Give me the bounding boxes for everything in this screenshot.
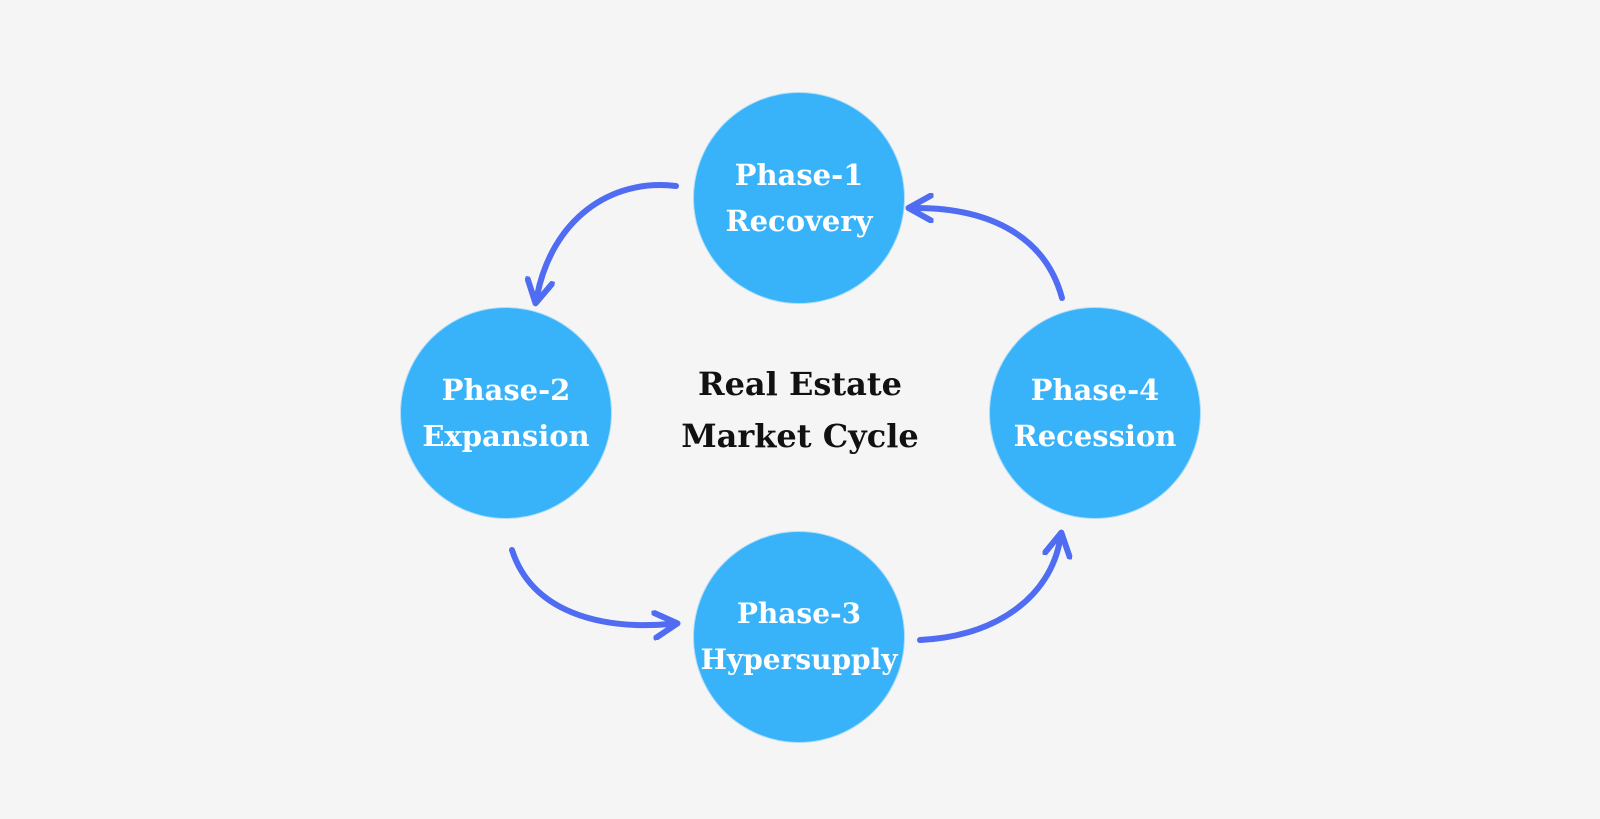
phase-label: Phase-2 [441,373,571,407]
phase-circle-recovery: Phase-1 Recovery [694,93,904,303]
phase-name: Expansion [422,419,590,453]
diagram-title-line-2: Market Cycle [681,417,919,455]
diagram-title-line-1: Real Estate [697,365,903,403]
arrow-recession-to-recovery [916,208,1065,301]
phase-label: Phase-1 [734,158,864,192]
phase-name: Hypersupply [700,643,898,676]
phase-name: Recovery [725,204,873,238]
arrow-hypersupply-to-recession [917,540,1060,643]
phase-circle-expansion: Phase-2 Expansion [401,308,611,518]
diagram-title: Real Estate Market Cycle [640,358,960,462]
phase-name: Recession [1013,419,1177,453]
arrow-recovery-to-expansion [537,182,679,296]
phase-label: Phase-3 [736,597,862,630]
phase-label: Phase-4 [1030,373,1160,407]
phase-circle-recession: Phase-4 Recession [990,308,1200,518]
phase-circle-hypersupply: Phase-3 Hypersupply [694,532,904,742]
arrow-expansion-to-hypersupply [509,547,670,625]
